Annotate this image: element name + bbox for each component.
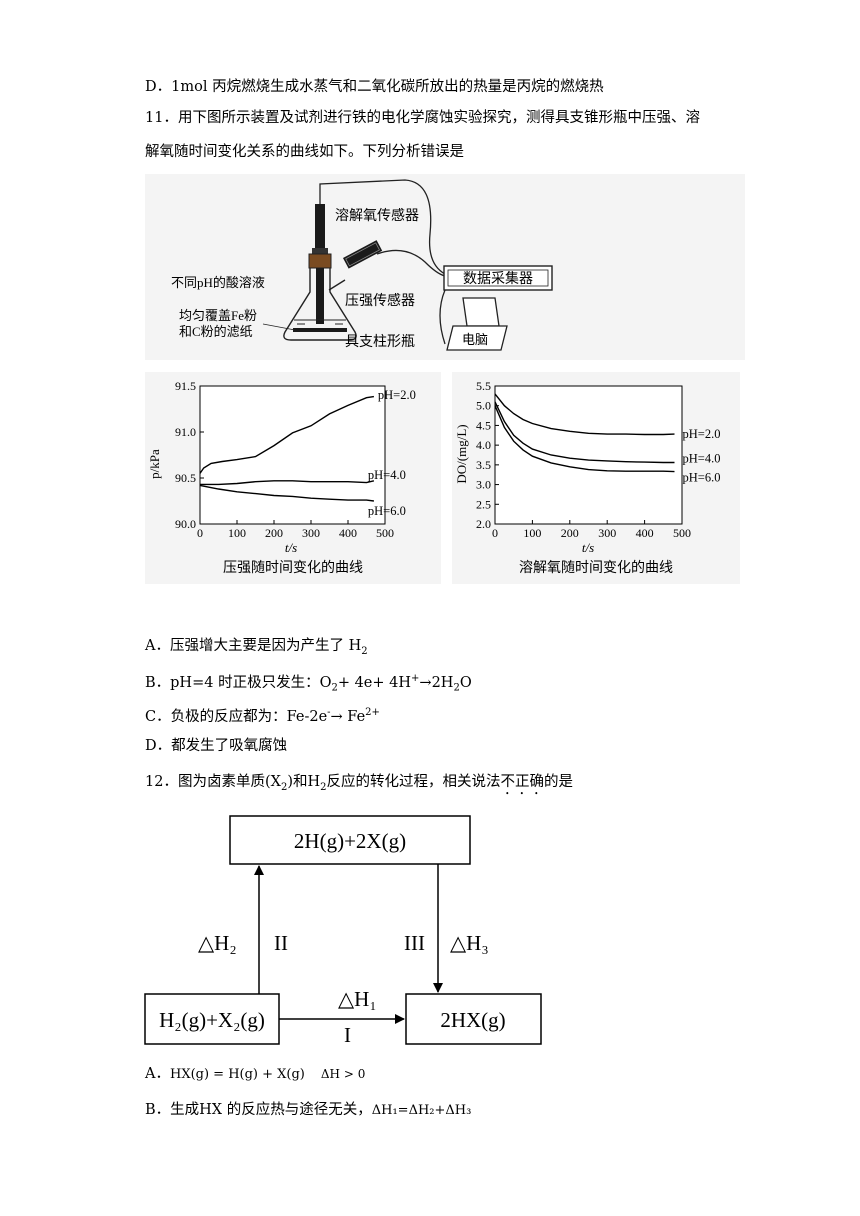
series-label: pH=2.0 — [378, 388, 416, 402]
x-tick-label: 300 — [598, 526, 616, 540]
y-tick-label: 4.5 — [476, 418, 491, 432]
y-tick-label: 3.5 — [476, 458, 491, 472]
left-box-label: H₂(g)+X₂(g) — [159, 1008, 265, 1032]
do-chart-ylabel: DO/(mg/L) — [454, 424, 469, 483]
series-line-pH=6.0 — [199, 484, 374, 502]
do-chart: 溶解氧随时间变化的曲线 t/s DO/(mg/L) 0 100 200 300 400 5… — [452, 372, 740, 584]
series-label: pH=4.0 — [683, 451, 721, 465]
x-tick-label: 100 — [523, 526, 541, 540]
pressure-chart: 压强随时间变化的曲线 t/s p/kPa 0 100 200 300 400 500 90.… — [145, 372, 441, 584]
series-line-pH=2.0 — [199, 395, 375, 474]
pressure-chart-ylabel: p/kPa — [147, 449, 162, 479]
y-tick-label: 91.0 — [175, 425, 196, 439]
q11-option-b: B．pH=4 时正极只发生：O2+ 4e+ 4H+→2H2O — [145, 673, 472, 694]
series-label: pH=2.0 — [683, 427, 721, 441]
dh2-label: △H₂ — [198, 931, 237, 955]
path-iii-label: III — [404, 931, 425, 955]
filter-label-2: 和C粉的滤纸 — [179, 324, 253, 339]
q11-option-c: C．负极的反应都为：Fe-2e-→ Fe2+ — [145, 707, 380, 725]
flask-label: 具支柱形瓶 — [345, 334, 415, 350]
x-tick-label: 100 — [228, 526, 246, 540]
series-label: pH=6.0 — [683, 471, 721, 485]
path-ii-label: II — [274, 931, 288, 955]
dh1-label: △H₁ — [338, 987, 377, 1011]
series-label: pH=4.0 — [368, 468, 406, 482]
do-chart-title: 溶解氧随时间变化的曲线 — [519, 560, 673, 576]
y-tick-label: 5.0 — [476, 399, 491, 413]
x-tick-label: 400 — [339, 526, 357, 540]
x-tick-label: 300 — [302, 526, 320, 540]
series-line-pH=6.0 — [494, 405, 675, 473]
pressure-chart-title: 压强随时间变化的曲线 — [223, 560, 363, 576]
q11-option-d: D．都发生了吸氧腐蚀 — [145, 738, 288, 754]
pressure-chart-xlabel: t/s — [285, 540, 297, 555]
q11-stem-line2: 解氧随时间变化关系的曲线如下。下列分析错误是 — [145, 144, 464, 160]
y-tick-label: 90.5 — [175, 471, 196, 485]
flask — [283, 268, 357, 341]
series-line-pH=4.0 — [200, 480, 375, 486]
acid-label: 不同pH的酸溶液 — [171, 275, 265, 290]
y-tick-label: 91.5 — [175, 379, 196, 393]
q12-stem: 12．图为卤素单质(X2)和H2反应的转化过程，相关说法不正确的是 — [145, 774, 574, 793]
x-tick-label: 200 — [561, 526, 579, 540]
right-box-label: 2HX(g) — [440, 1008, 505, 1032]
y-tick-label: 4.0 — [476, 438, 491, 452]
dh3-label: △H₃ — [450, 931, 489, 955]
computer-icon — [462, 297, 500, 327]
do-chart-xlabel: t/s — [582, 540, 594, 555]
plot-frame — [494, 385, 683, 525]
chart-0-plot: 0 100 200 300 400 500 90.0 90.5 91.0 91.5 pH=2.0 pH… — [175, 379, 416, 540]
series-line-pH=2.0 — [494, 393, 675, 436]
x-tick-label: 500 — [376, 526, 394, 540]
filter-label-1: 均匀覆盖Fe粉 — [179, 308, 257, 323]
x-tick-label: 200 — [265, 526, 283, 540]
right-box — [405, 993, 542, 1045]
series-label: pH=6.0 — [368, 504, 406, 518]
q10-option-d: D．1mol 丙烷燃烧生成水蒸气和二氧化碳所放出的热量是丙烷的燃烧热 — [145, 79, 604, 95]
q11-option-a: A．压强增大主要是因为产生了 H2 — [145, 638, 368, 657]
left-box — [144, 993, 280, 1045]
path-i-label: I — [344, 1023, 351, 1047]
pressure-sensor — [343, 240, 383, 269]
y-tick-label: 90.0 — [175, 517, 196, 531]
series-line-pH=4.0 — [494, 401, 675, 464]
do-sensor-label: 溶解氧传感器 — [335, 207, 419, 224]
pressure-sensor-label: 压强传感器 — [345, 292, 415, 309]
apparatus-figure: 数据采集器 电脑 溶解氧传感器 不同pH的酸溶液 均匀覆盖Fe粉 和C粉的滤纸 … — [145, 174, 745, 360]
q12-option-b: B．生成HX 的反应热与途径无关，ΔH₁=ΔH₂+ΔH₃ — [145, 1102, 472, 1118]
data-collector-label: 数据采集器 — [463, 270, 533, 287]
top-box — [229, 815, 471, 865]
q12-option-a: A．HX(g) = H(g) + X(g)ΔH > 0 — [145, 1066, 366, 1082]
q11-stem-line1: 11．用下图所示装置及试剂进行铁的电化学腐蚀实验探究，测得具支锥形瓶中压强、溶 — [145, 110, 700, 126]
energy-cycle-diagram: 2H(g)+2X(g) H₂(g)+X₂(g) 2HX(g) △H₂ II II… — [144, 815, 542, 1047]
top-box-label: 2H(g)+2X(g) — [294, 829, 406, 853]
y-tick-label: 2.0 — [476, 517, 491, 531]
x-tick-label: 0 — [197, 526, 203, 540]
x-tick-label: 0 — [492, 526, 498, 540]
y-tick-label: 3.0 — [476, 478, 491, 492]
x-tick-label: 500 — [673, 526, 691, 540]
do-sensor-rod — [315, 204, 325, 252]
y-tick-label: 2.5 — [476, 497, 491, 511]
computer-label: 电脑 — [462, 332, 488, 347]
y-tick-label: 5.5 — [476, 379, 491, 393]
chart-1-plot: 0 100 200 300 400 500 2.0 2.5 3.0 3.5 4.0 4.5 5.0 5.5… — [476, 379, 720, 540]
x-tick-label: 400 — [636, 526, 654, 540]
plot-frame — [199, 385, 386, 525]
stopper — [308, 253, 332, 269]
